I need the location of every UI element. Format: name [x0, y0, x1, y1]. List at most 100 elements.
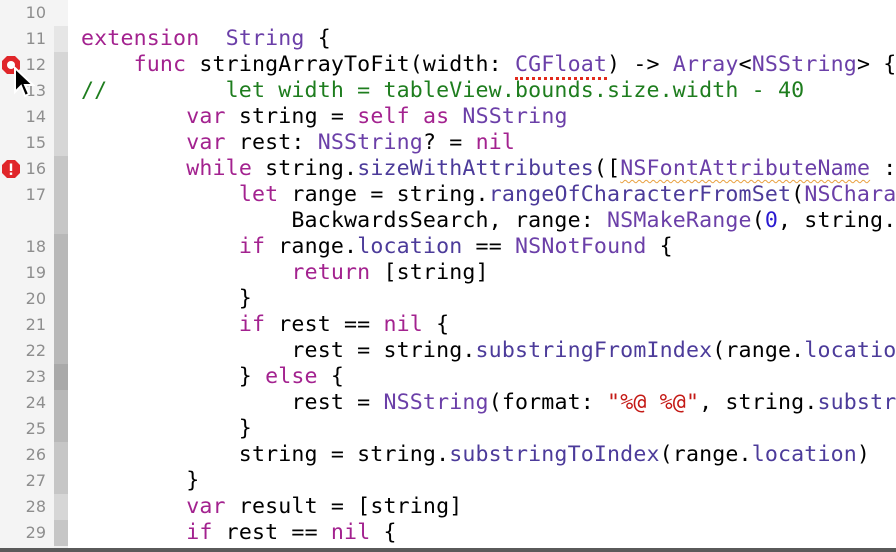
fold-ribbon-segment[interactable]: [54, 520, 68, 546]
line-number: 20: [25, 289, 46, 308]
code-token-kw: func: [133, 52, 187, 77]
code-token: stringArrayToFit(width:: [186, 52, 515, 77]
code-line[interactable]: rest = string.substringFromIndex(range.l…: [81, 338, 896, 364]
code-token-cmt: // let width = tableView.bounds.size.wid…: [81, 78, 805, 103]
fold-ribbon-segment[interactable]: [54, 78, 68, 104]
fold-ribbon-segment[interactable]: [54, 468, 68, 494]
code-token: [81, 520, 186, 545]
code-line[interactable]: var result = [string]: [81, 494, 462, 520]
code-line[interactable]: func stringArrayToFit(width: CGFloat) ->…: [81, 52, 896, 80]
code-token: [string]: [370, 260, 489, 285]
code-token: {: [370, 520, 397, 545]
code-token: [81, 130, 186, 155]
mouse-cursor-icon: [14, 66, 35, 98]
code-token: ([: [593, 156, 621, 181]
fold-ribbon-segment[interactable]: [54, 416, 68, 442]
line-number: 23: [25, 367, 46, 386]
code-line[interactable]: }: [81, 468, 199, 494]
code-token: [81, 156, 186, 181]
fold-ribbon-segment[interactable]: [54, 0, 68, 26]
code-line[interactable]: var string = self as NSString: [81, 104, 568, 130]
line-number: 27: [25, 471, 46, 490]
code-token: (: [751, 208, 765, 233]
code-line[interactable]: }: [81, 416, 252, 442]
code-token: , string.: [778, 208, 896, 233]
code-token: rest ==: [265, 312, 384, 337]
fold-ribbon-segment[interactable]: [54, 182, 68, 208]
code-token: {: [646, 234, 673, 259]
line-number: 24: [25, 393, 46, 412]
code-token: (range.: [712, 338, 805, 363]
code-editor[interactable]: extension String { func stringArrayToFit…: [81, 0, 896, 548]
code-line[interactable]: if rest == nil {: [81, 520, 397, 546]
code-token: ) ->: [607, 52, 673, 77]
fold-ribbon-segment[interactable]: [54, 26, 68, 52]
code-token-kw: else: [265, 364, 318, 389]
code-token-type: NSString: [462, 104, 568, 129]
code-token: > {: [856, 52, 896, 77]
code-line[interactable]: BackwardsSearch, range: NSMakeRange(0, s…: [81, 208, 896, 234]
code-line[interactable]: if rest == nil {: [81, 312, 449, 338]
line-number: 17: [25, 185, 46, 204]
code-line[interactable]: // let width = tableView.bounds.size.wid…: [81, 78, 804, 104]
code-line[interactable]: let range = string.rangeOfCharacterFromS…: [81, 182, 896, 208]
line-number: [6, 208, 46, 234]
code-token: [410, 104, 423, 129]
code-token-kw: nil: [330, 520, 371, 545]
code-token-type: NSString: [383, 390, 489, 415]
code-token: :: [870, 156, 896, 181]
fold-ribbon-segment[interactable]: [54, 494, 68, 520]
code-token: rest = string.: [81, 338, 476, 363]
code-token-kw: var: [186, 104, 226, 129]
code-line[interactable]: if range.location == NSNotFound {: [81, 234, 673, 260]
code-token-type: NSFontAttributeName: [620, 156, 871, 181]
code-token: <: [738, 52, 752, 77]
fold-ribbon-segment[interactable]: [54, 52, 68, 78]
code-folding-ribbon[interactable]: [54, 0, 68, 548]
code-token: rest ==: [212, 520, 331, 545]
code-token-kw: return: [291, 260, 371, 285]
line-number: 22: [25, 341, 46, 360]
code-token: range.: [265, 234, 358, 259]
code-token: }: [81, 416, 252, 441]
code-line[interactable]: }: [81, 286, 252, 312]
fold-ribbon-segment[interactable]: [54, 104, 68, 130]
fold-ribbon-segment[interactable]: [54, 156, 68, 182]
code-line[interactable]: extension String {: [81, 26, 331, 52]
line-number: 29: [25, 523, 46, 542]
code-token-kw: var: [186, 494, 226, 519]
fold-ribbon-segment[interactable]: [54, 364, 68, 390]
code-token-meth: rangeOfCharacterFromSet: [488, 182, 792, 207]
code-token: [449, 104, 462, 129]
code-token: ? =: [422, 130, 476, 155]
code-line[interactable]: string = string.substringToIndex(range.l…: [81, 442, 870, 468]
fold-ribbon-segment[interactable]: [54, 390, 68, 416]
code-token: BackwardsSearch, range:: [81, 208, 608, 233]
line-number: 10: [25, 3, 46, 22]
fold-ribbon-segment[interactable]: [54, 312, 68, 338]
error-icon[interactable]: [1, 159, 21, 179]
code-line[interactable]: while string.sizeWithAttributes([NSFontA…: [81, 156, 896, 182]
code-token: [81, 182, 239, 207]
code-token-type: Array: [672, 52, 739, 77]
code-token: (: [791, 182, 805, 207]
fold-ribbon-segment[interactable]: [54, 442, 68, 468]
code-token: string.: [251, 156, 358, 181]
code-line[interactable]: } else {: [81, 364, 344, 390]
code-token-kw: let: [238, 182, 279, 207]
code-token: }: [81, 364, 266, 389]
fold-ribbon-segment[interactable]: [54, 338, 68, 364]
code-token-kw: while: [186, 156, 252, 181]
fold-ribbon-segment[interactable]: [54, 208, 68, 234]
code-line[interactable]: var rest: NSString? = nil: [81, 130, 515, 156]
code-line[interactable]: rest = NSString(format: "%@ %@", string.…: [81, 390, 896, 416]
code-token-meth: substringToIndex: [449, 442, 660, 467]
code-token-kw: extension: [81, 26, 200, 51]
fold-ribbon-segment[interactable]: [54, 260, 68, 286]
fold-ribbon-segment[interactable]: [54, 130, 68, 156]
line-number: 19: [25, 263, 46, 282]
fold-ribbon-segment[interactable]: [54, 286, 68, 312]
fold-ribbon-segment[interactable]: [54, 234, 68, 260]
line-number: 15: [25, 133, 46, 152]
code-line[interactable]: return [string]: [81, 260, 489, 286]
